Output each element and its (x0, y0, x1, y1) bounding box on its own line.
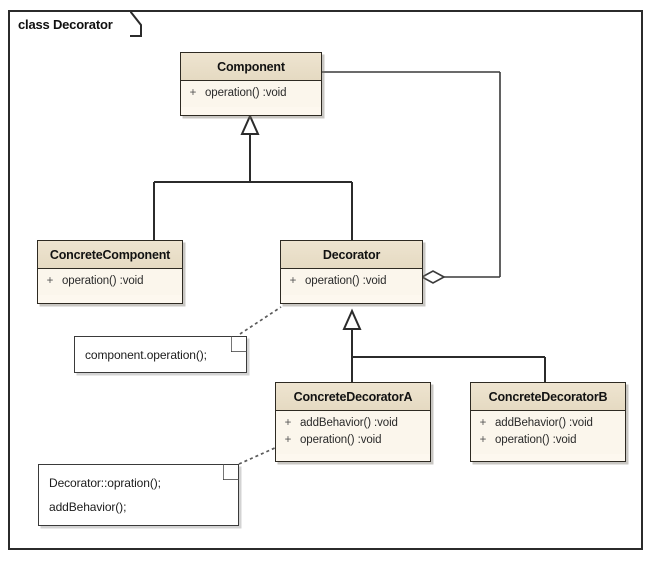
diagram-frame (8, 10, 643, 550)
frame-label: class Decorator (8, 10, 130, 37)
class-name-concrete-decorator-b: ConcreteDecoratorB (471, 383, 625, 411)
visibility-marker: + (289, 275, 297, 287)
member-row: + operation() :void (471, 432, 625, 449)
member-row: + addBehavior() :void (276, 415, 430, 432)
member-signature: operation() :void (62, 275, 144, 287)
class-members-concrete-decorator-a: + addBehavior() :void + operation() :voi… (276, 411, 430, 454)
member-row: + operation() :void (281, 273, 422, 290)
member-signature: addBehavior() :void (495, 417, 593, 429)
class-box-concrete-decorator-a[interactable]: ConcreteDecoratorA + addBehavior() :void… (275, 382, 431, 462)
note-line: Decorator::opration(); (49, 476, 161, 490)
class-box-concrete-component[interactable]: ConcreteComponent + operation() :void (37, 240, 183, 304)
note-fold-corner-icon (231, 336, 247, 352)
class-name-concrete-component: ConcreteComponent (38, 241, 182, 269)
class-box-decorator[interactable]: Decorator + operation() :void (280, 240, 423, 304)
class-name-decorator: Decorator (281, 241, 422, 269)
class-box-concrete-decorator-b[interactable]: ConcreteDecoratorB + addBehavior() :void… (470, 382, 626, 462)
visibility-marker: + (189, 87, 197, 99)
class-box-component[interactable]: Component + operation() :void (180, 52, 322, 116)
class-members-component: + operation() :void (181, 81, 321, 107)
member-row: + addBehavior() :void (471, 415, 625, 432)
class-members-decorator: + operation() :void (281, 269, 422, 295)
member-signature: operation() :void (495, 434, 577, 446)
visibility-marker: + (284, 417, 292, 429)
visibility-marker: + (479, 434, 487, 446)
member-row: + operation() :void (38, 273, 182, 290)
member-signature: addBehavior() :void (300, 417, 398, 429)
member-signature: operation() :void (300, 434, 382, 446)
frame-label-text: class Decorator (18, 17, 113, 32)
note-line: component.operation(); (85, 347, 207, 362)
visibility-marker: + (479, 417, 487, 429)
class-name-concrete-decorator-a: ConcreteDecoratorA (276, 383, 430, 411)
note-line: addBehavior(); (49, 500, 127, 514)
note-decorator-operation[interactable]: component.operation(); (74, 336, 247, 373)
visibility-marker: + (284, 434, 292, 446)
class-members-concrete-component: + operation() :void (38, 269, 182, 295)
member-signature: operation() :void (305, 275, 387, 287)
member-signature: operation() :void (205, 87, 287, 99)
class-name-component: Component (181, 53, 321, 81)
class-members-concrete-decorator-b: + addBehavior() :void + operation() :voi… (471, 411, 625, 454)
member-row: + operation() :void (276, 432, 430, 449)
note-concrete-decorator-a[interactable]: Decorator::opration(); addBehavior(); (38, 464, 239, 526)
visibility-marker: + (46, 275, 54, 287)
member-row: + operation() :void (181, 85, 321, 102)
